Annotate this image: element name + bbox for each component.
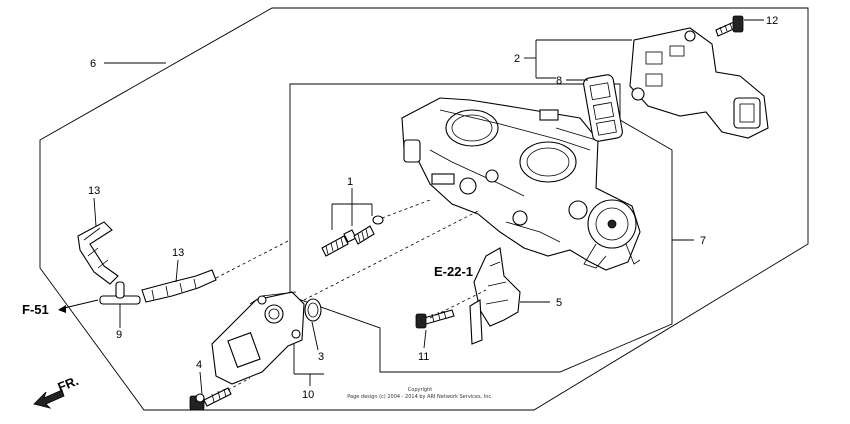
hose-upper (77, 221, 119, 285)
screw-11 (415, 309, 455, 329)
bracket (469, 247, 521, 345)
callout-11: 11 (418, 351, 429, 363)
callout-2: 2 (514, 53, 520, 65)
callout-3: 3 (318, 351, 324, 363)
screw-set (321, 199, 431, 257)
ref-f51-group: F-51 (22, 299, 99, 317)
front-label: FR. (56, 373, 81, 395)
callout-13-upper: 13 (88, 185, 100, 197)
hose-lower (141, 269, 217, 303)
callout-12: 12 (766, 15, 778, 27)
bolt-4 (189, 387, 232, 411)
callout-13-lower: 13 (172, 247, 184, 259)
callout-10: 10 (302, 389, 314, 401)
arrow-left-icon (58, 305, 66, 313)
callout-6: 6 (90, 58, 96, 70)
screw-12 (715, 15, 744, 37)
throttle-position-sensor (211, 291, 305, 385)
callout-4: 4 (196, 359, 202, 371)
callout-5: 5 (556, 297, 562, 309)
copyright-line-2: Page design (c) 2004 - 2014 by ARI Netwo… (347, 394, 493, 400)
t-joint (99, 281, 141, 305)
callout-7: 7 (700, 235, 706, 247)
o-ring (304, 298, 322, 322)
ref-e22-1: E-22-1 (434, 264, 473, 279)
callout-8: 8 (556, 75, 562, 87)
front-indicator: FR. (33, 373, 81, 409)
throttle-body (401, 97, 641, 271)
callout-9: 9 (116, 329, 122, 341)
ref-f51: F-51 (22, 302, 49, 317)
throttle-body-frame (289, 83, 673, 373)
iacv-gasket (583, 74, 623, 142)
copyright-line-1: Copyright (408, 387, 432, 393)
outer-assembly-frame (39, 7, 809, 411)
iacv-assembly (629, 27, 769, 139)
callout-1: 1 (347, 176, 353, 188)
front-arrow-icon (33, 389, 65, 409)
leader-lines (93, 19, 764, 395)
